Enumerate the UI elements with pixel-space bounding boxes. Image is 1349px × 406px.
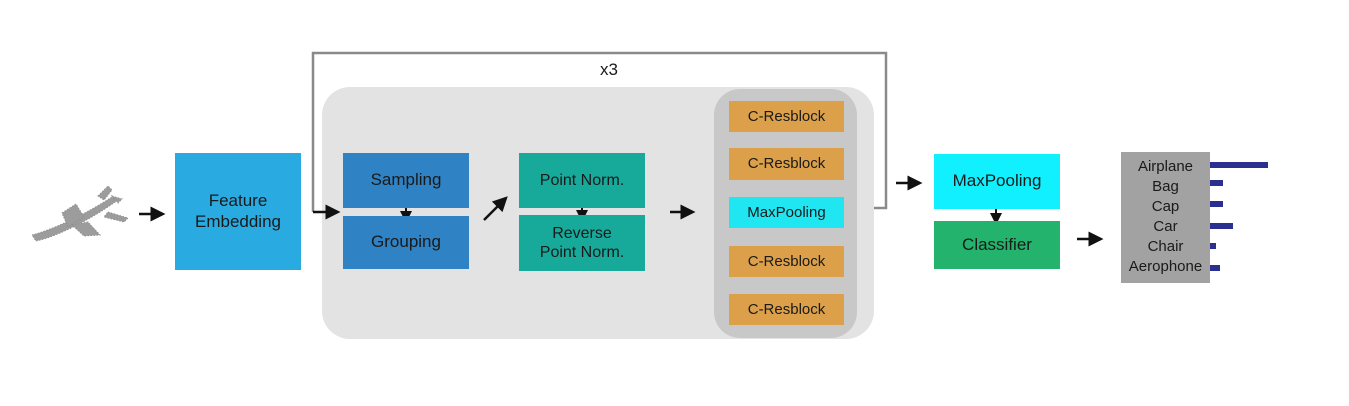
maxpooling-inner-block: MaxPooling — [729, 197, 844, 228]
reverse-norm-line1: Reverse — [552, 224, 612, 242]
airplane-point-cloud-icon — [31, 185, 129, 242]
class-label-bag: Bag — [1152, 178, 1179, 195]
score-bar-bag — [1210, 180, 1223, 186]
maxpooling-head-label: MaxPooling — [952, 171, 1042, 191]
classifier-label: Classifier — [962, 234, 1032, 254]
score-bar-airplane — [1210, 162, 1268, 168]
grouping-label: Grouping — [371, 232, 441, 252]
c-resblock-4-label: C-Resblock — [747, 300, 826, 318]
class-label-cap: Cap — [1151, 198, 1180, 215]
grouping-block: Grouping — [343, 216, 469, 269]
arrow-diag — [483, 196, 508, 221]
score-bar-aerophone — [1210, 265, 1220, 271]
class-label-car: Car — [1153, 218, 1178, 235]
score-bar-cap — [1210, 201, 1223, 207]
sampling-block: Sampling — [343, 153, 469, 208]
c-resblock-1: C-Resblock — [729, 101, 844, 132]
feature-embedding-line1: Feature — [208, 191, 268, 211]
maxpooling-inner-label: MaxPooling — [747, 203, 826, 221]
c-resblock-2: C-Resblock — [729, 148, 844, 180]
output-panel — [1121, 152, 1210, 283]
reverse-norm-line2: Point Norm. — [539, 244, 625, 261]
point-norm-block: Point Norm. — [519, 153, 645, 208]
feature-embedding-line2: Embedding — [194, 211, 281, 231]
point-norm-label: Point Norm. — [539, 171, 625, 189]
loop-line — [311, 51, 888, 212]
sampling-label: Sampling — [370, 170, 442, 190]
classifier-block: Classifier — [934, 221, 1060, 269]
c-resblock-4: C-Resblock — [729, 294, 844, 325]
reverse-point-norm-block: Reverse Point Norm. — [519, 215, 645, 271]
score-bar-car — [1210, 223, 1233, 229]
class-label-aerophone: Aerophone — [1128, 258, 1203, 275]
c-resblock-3-label: C-Resblock — [747, 252, 826, 270]
maxpooling-head-block: MaxPooling — [934, 154, 1060, 209]
class-label-airplane: Airplane — [1137, 158, 1194, 175]
c-resblock-1-label: C-Resblock — [747, 107, 826, 125]
c-resblock-2-label: C-Resblock — [747, 155, 826, 172]
feature-embedding-block: Feature Embedding — [175, 153, 301, 270]
c-resblock-3: C-Resblock — [729, 246, 844, 277]
loop-count-label: x3 — [600, 60, 618, 79]
score-bar-chair — [1210, 243, 1216, 249]
class-label-chair: Chair — [1147, 238, 1184, 255]
